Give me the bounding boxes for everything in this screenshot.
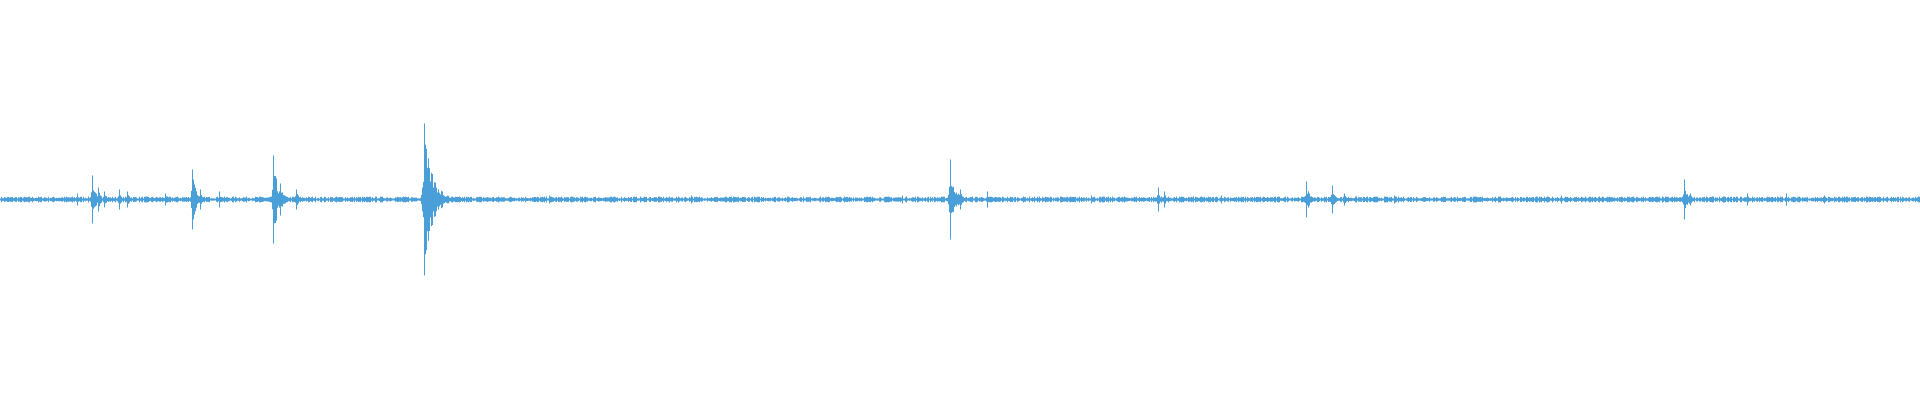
waveform-signal xyxy=(0,123,1920,276)
waveform-path xyxy=(0,123,1920,276)
